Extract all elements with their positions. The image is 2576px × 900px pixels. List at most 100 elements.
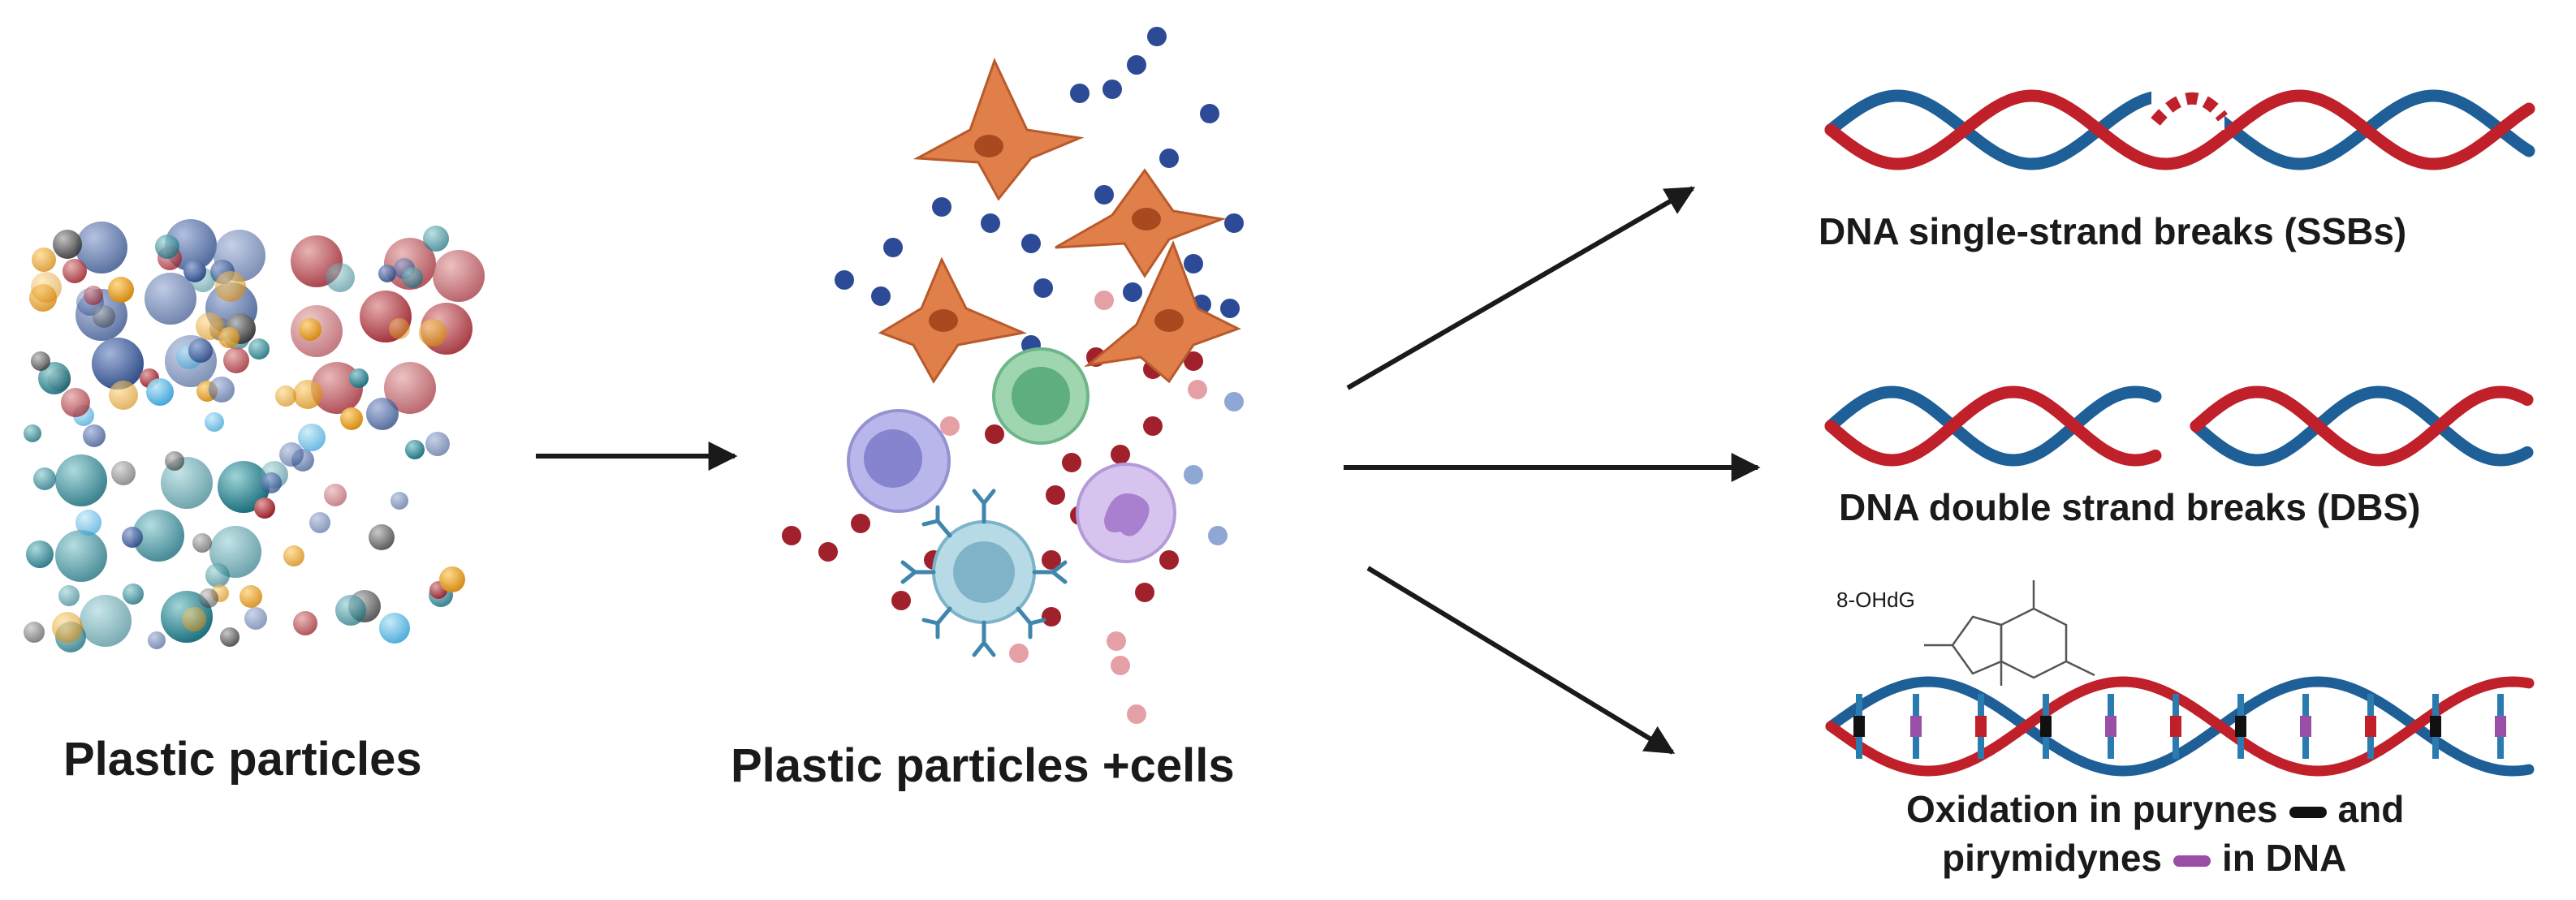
plastic-particle <box>1224 392 1244 411</box>
dbs-label: DNA double strand breaks (DBS) <box>1839 486 2421 528</box>
plastic-particle <box>818 542 838 562</box>
oxidation-text-and: and <box>2337 788 2405 830</box>
plastic-particle <box>76 222 127 273</box>
fibroblast-cell <box>878 256 1028 384</box>
plastic-particle <box>1042 550 1061 570</box>
plastic-particle <box>146 378 174 406</box>
plastic-particle <box>851 514 870 533</box>
plastic-particle <box>378 265 396 282</box>
plastic-particle <box>932 197 951 217</box>
plastic-particle <box>985 424 1004 444</box>
plastic-particle <box>239 585 262 608</box>
dna-strand-blue <box>2190 385 2534 467</box>
plastic-particle <box>835 270 854 290</box>
plastic-particle <box>111 461 136 485</box>
plastic-particle <box>1111 656 1130 675</box>
plastic-particle <box>349 368 369 388</box>
plastic-particle <box>61 388 90 417</box>
dendritic-cell <box>900 489 1068 657</box>
oxidized-base-mark <box>2040 716 2052 737</box>
plastic-particle <box>196 312 223 340</box>
arrow-icon <box>1366 566 1676 755</box>
plastic-particle <box>1094 185 1114 205</box>
plastic-particle <box>155 235 179 259</box>
plastic-particle <box>1123 282 1142 302</box>
plastic-particle <box>340 407 363 430</box>
plastic-particle <box>254 497 275 519</box>
plastic-particle <box>58 585 80 606</box>
plastic-particle <box>433 250 485 302</box>
ssb-label: DNA single-strand breaks (SSBs) <box>1819 210 2407 252</box>
plastic-particle <box>109 381 138 410</box>
plastic-particle <box>1147 27 1167 46</box>
dna-strand-red <box>1824 89 2535 170</box>
plastic-particle <box>93 305 115 328</box>
plastic-particle <box>309 512 330 533</box>
plastic-particle <box>1009 644 1029 663</box>
plastic-particle <box>1220 299 1240 318</box>
oxidation-text-in-dna: in DNA <box>2222 837 2347 879</box>
plastic-particle <box>92 338 144 390</box>
plastic-particle <box>1188 380 1207 399</box>
pyrimidine-mark-icon <box>2173 855 2211 867</box>
plastic-particle <box>299 318 321 341</box>
8-ohdg-molecule-icon <box>1924 580 2095 686</box>
plastic-particle <box>1111 445 1130 464</box>
plastic-particle <box>384 362 436 414</box>
plastic-particle <box>145 273 196 325</box>
lymphocyte-cell <box>992 347 1090 445</box>
plastic-particle <box>52 612 83 643</box>
plastic-particle <box>209 377 235 403</box>
oxidized-base-mark <box>2105 716 2116 737</box>
plastic-particle <box>425 432 450 456</box>
oxidized-base-mark <box>2495 716 2506 737</box>
oxidized-base-mark <box>2430 716 2441 737</box>
plastic-particle <box>298 424 326 451</box>
fibroblast-cell <box>913 58 1085 201</box>
plastic-particle <box>405 440 425 459</box>
oxidized-base-mark <box>1853 716 1865 737</box>
plastic-particle <box>123 583 144 605</box>
plastic-particle <box>1135 583 1154 602</box>
plastic-particle <box>275 385 296 407</box>
plastic-particle <box>76 510 101 536</box>
plastic-particle <box>293 611 317 635</box>
plastic-particle <box>940 416 960 436</box>
dna-helix-icon <box>1824 385 2534 467</box>
plastic-particle <box>215 271 246 302</box>
plastic-particle <box>244 607 267 630</box>
plastic-particle <box>366 398 399 430</box>
plastic-particle <box>326 263 355 292</box>
plastic-particle <box>279 442 304 467</box>
plastic-particle <box>218 461 270 513</box>
plastic-particle <box>379 613 410 644</box>
neutrophil-cell <box>1076 463 1176 563</box>
plastic-particle <box>183 260 206 282</box>
plastic-particle <box>108 277 134 303</box>
plastic-particle <box>1070 84 1090 103</box>
plastic-particle <box>1062 453 1081 472</box>
plastic-particle <box>283 545 304 566</box>
plastic-particle <box>402 267 423 288</box>
plastic-particle <box>293 380 322 409</box>
plastic-particle <box>369 524 395 550</box>
fibroblast-cell <box>1055 168 1227 278</box>
plastic-particle <box>423 226 449 252</box>
plastic-particle <box>1021 234 1041 253</box>
plastic-particle <box>24 622 45 643</box>
plastic-particle <box>31 272 62 303</box>
plastic-particle <box>981 213 1000 233</box>
plastic-particle <box>148 631 166 649</box>
particle-cluster-icon <box>24 219 485 652</box>
plastic-particle <box>1184 351 1203 371</box>
plastic-particle <box>53 230 82 259</box>
plastic-particle <box>883 238 903 257</box>
plastic-particle <box>439 566 465 592</box>
plastic-particle <box>782 526 801 545</box>
plastic-particle <box>218 327 239 348</box>
plastic-particle <box>32 248 56 272</box>
plastic-particle <box>1208 526 1228 545</box>
plastic-particle <box>871 286 891 306</box>
plastic-particle <box>389 318 410 339</box>
